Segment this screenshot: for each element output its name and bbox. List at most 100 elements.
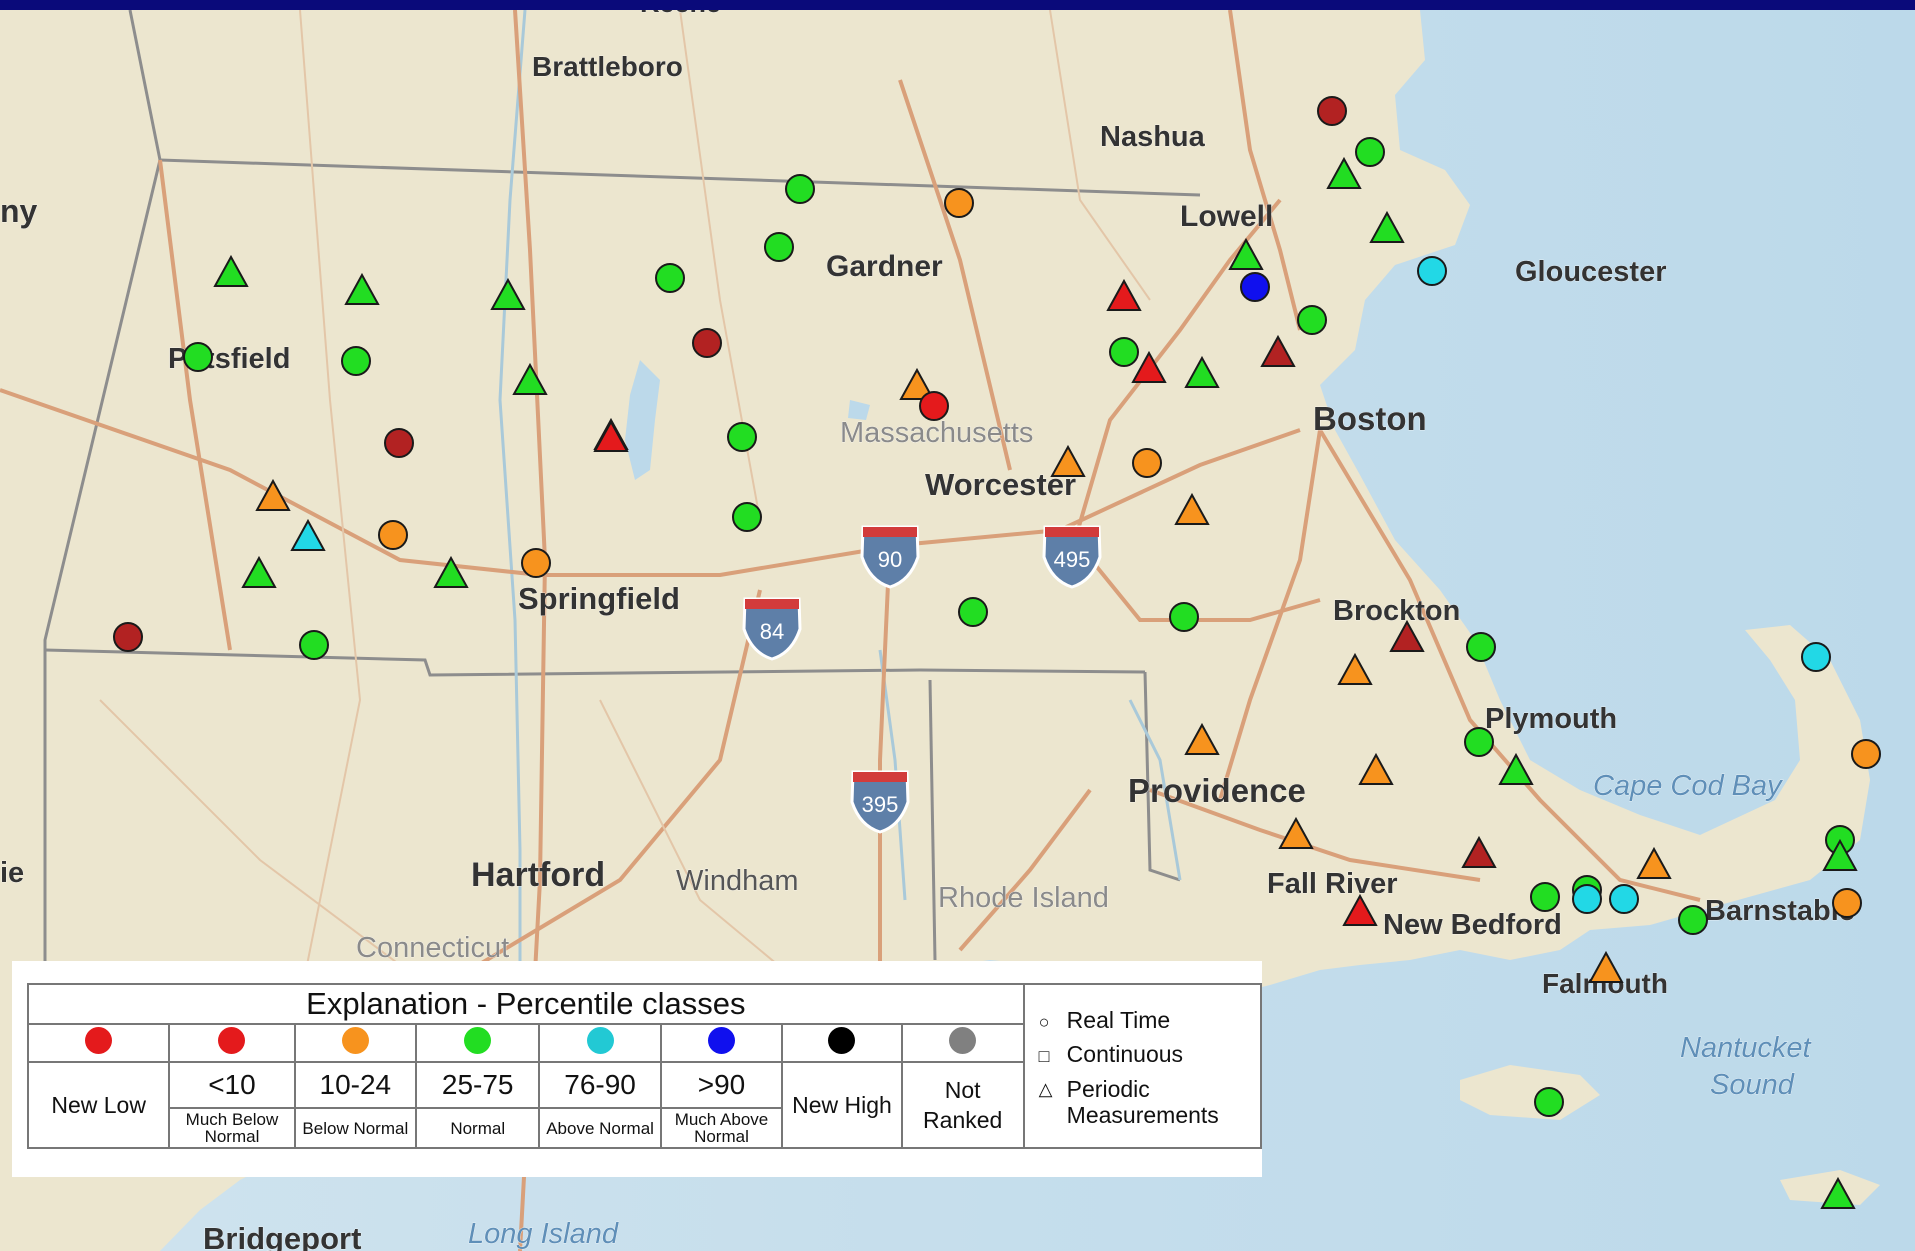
site-triangle-below[interactable]: [1184, 722, 1220, 755]
circle-icon: ○: [1038, 1012, 1050, 1032]
site-circle-above[interactable]: [1572, 884, 1602, 914]
site-triangle-normal[interactable]: [1228, 237, 1264, 270]
legend-table: Explanation - Percentile classes ○Real T…: [26, 983, 1263, 1149]
site-circle-normal[interactable]: [1464, 727, 1494, 757]
site-circle-much-below[interactable]: [113, 622, 143, 652]
site-circle-normal[interactable]: [1297, 305, 1327, 335]
site-triangle-normal[interactable]: [1498, 752, 1534, 785]
place-label: Lowell: [1180, 200, 1273, 233]
site-triangle-normal[interactable]: [512, 362, 548, 395]
color-dot-icon: [464, 1027, 492, 1054]
site-circle-normal[interactable]: [764, 232, 794, 262]
place-label: Brockton: [1333, 595, 1460, 627]
legend-class-desc: Below Normal: [293, 1107, 418, 1149]
interstate-shield: 90: [860, 525, 920, 589]
shield-number: 395: [862, 792, 899, 817]
site-triangle-normal[interactable]: [1184, 355, 1220, 388]
shape-label: Real Time: [1066, 1007, 1171, 1033]
legend: Explanation - Percentile classes ○Real T…: [12, 961, 1263, 1177]
place-label: Hartford: [471, 856, 605, 894]
place-label: Providence: [1128, 772, 1306, 809]
site-triangle-normal[interactable]: [1822, 838, 1858, 871]
site-triangle-above[interactable]: [290, 518, 326, 551]
site-circle-normal[interactable]: [299, 630, 329, 660]
interstate-shield: 84: [742, 597, 802, 661]
site-triangle-below[interactable]: [1358, 752, 1394, 785]
color-dot-icon: [707, 1027, 735, 1054]
shape-label: Periodic Measurements: [1066, 1076, 1219, 1128]
site-circle-above[interactable]: [1417, 256, 1447, 286]
marthas-vineyard: [1460, 1065, 1600, 1120]
site-triangle-normal[interactable]: [433, 555, 469, 588]
site-circle-below[interactable]: [1851, 739, 1881, 769]
site-triangle-normal[interactable]: [1820, 1176, 1856, 1209]
site-circle-below[interactable]: [1832, 888, 1862, 918]
site-circle-below[interactable]: [378, 520, 408, 550]
site-triangle-below[interactable]: [1278, 816, 1314, 849]
site-circle-normal[interactable]: [732, 502, 762, 532]
site-triangle-normal[interactable]: [213, 254, 249, 287]
shield-number: 84: [760, 619, 784, 644]
site-circle-normal[interactable]: [1530, 882, 1560, 912]
site-triangle-below[interactable]: [1174, 492, 1210, 525]
site-circle-normal[interactable]: [655, 263, 685, 293]
site-triangle-new-low[interactable]: [1131, 350, 1167, 383]
legend-swatch-cell: [900, 1023, 1025, 1063]
site-triangle-much-below[interactable]: [1389, 619, 1425, 652]
site-circle-below[interactable]: [1132, 448, 1162, 478]
site-triangle-normal[interactable]: [1369, 210, 1405, 243]
site-circle-normal[interactable]: [1678, 905, 1708, 935]
place-label: Windham: [676, 865, 799, 897]
place-labels: KeeneBrattleboroNashuanyLowellGardnerGlo…: [0, 0, 1855, 1251]
place-label: Plymouth: [1485, 703, 1617, 735]
site-triangle-below[interactable]: [1636, 846, 1672, 879]
legend-color-row: [26, 1023, 1261, 1063]
place-label: Sound: [1710, 1069, 1795, 1101]
site-circle-below[interactable]: [521, 548, 551, 578]
site-circle-normal[interactable]: [341, 346, 371, 376]
site-circle-new-low[interactable]: [919, 391, 949, 421]
legend-class-label: <10: [168, 1061, 296, 1109]
legend-class-label: 25-75: [415, 1061, 541, 1109]
site-circle-normal[interactable]: [1534, 1087, 1564, 1117]
site-circle-above[interactable]: [1609, 884, 1639, 914]
site-circle-normal[interactable]: [183, 342, 213, 372]
site-triangle-new-low[interactable]: [593, 419, 629, 452]
site-circle-normal[interactable]: [1355, 137, 1385, 167]
site-circle-normal[interactable]: [958, 597, 988, 627]
site-triangle-below[interactable]: [1050, 444, 1086, 477]
site-triangle-normal[interactable]: [344, 272, 380, 305]
site-circle-normal[interactable]: [1109, 337, 1139, 367]
triangle-icon: △: [1038, 1079, 1053, 1099]
site-circle-normal[interactable]: [1466, 632, 1496, 662]
legend-class-label: 76-90: [538, 1061, 662, 1109]
site-triangle-below[interactable]: [1337, 652, 1373, 685]
site-triangle-normal[interactable]: [490, 277, 526, 310]
site-triangle-normal[interactable]: [241, 555, 277, 588]
legend-class-label: New High: [781, 1061, 903, 1149]
site-circle-normal[interactable]: [785, 174, 815, 204]
site-circle-below[interactable]: [944, 188, 974, 218]
site-triangle-normal[interactable]: [1326, 156, 1362, 189]
shield-number: 495: [1054, 547, 1091, 572]
site-triangle-much-below[interactable]: [1260, 334, 1296, 367]
site-triangle-new-low[interactable]: [1342, 893, 1378, 926]
site-circle-much-above[interactable]: [1240, 272, 1270, 302]
color-dot-icon: [949, 1027, 977, 1054]
legend-class-desc: Normal: [415, 1107, 541, 1149]
site-circle-much-below[interactable]: [1317, 96, 1347, 126]
site-circle-normal[interactable]: [1169, 602, 1199, 632]
site-triangle-new-low[interactable]: [1106, 278, 1142, 311]
place-label: Bridgeport: [203, 1221, 361, 1251]
site-circle-above[interactable]: [1801, 642, 1831, 672]
place-label: Fall River: [1267, 868, 1398, 900]
site-circle-much-below[interactable]: [384, 428, 414, 458]
site-circle-normal[interactable]: [727, 422, 757, 452]
site-circle-much-below[interactable]: [692, 328, 722, 358]
site-triangle-below[interactable]: [1588, 950, 1624, 983]
legend-swatch-cell: [293, 1023, 418, 1063]
site-triangle-below[interactable]: [255, 478, 291, 511]
site-triangle-much-below[interactable]: [1461, 835, 1497, 868]
site-triangle-below[interactable]: [899, 367, 935, 400]
